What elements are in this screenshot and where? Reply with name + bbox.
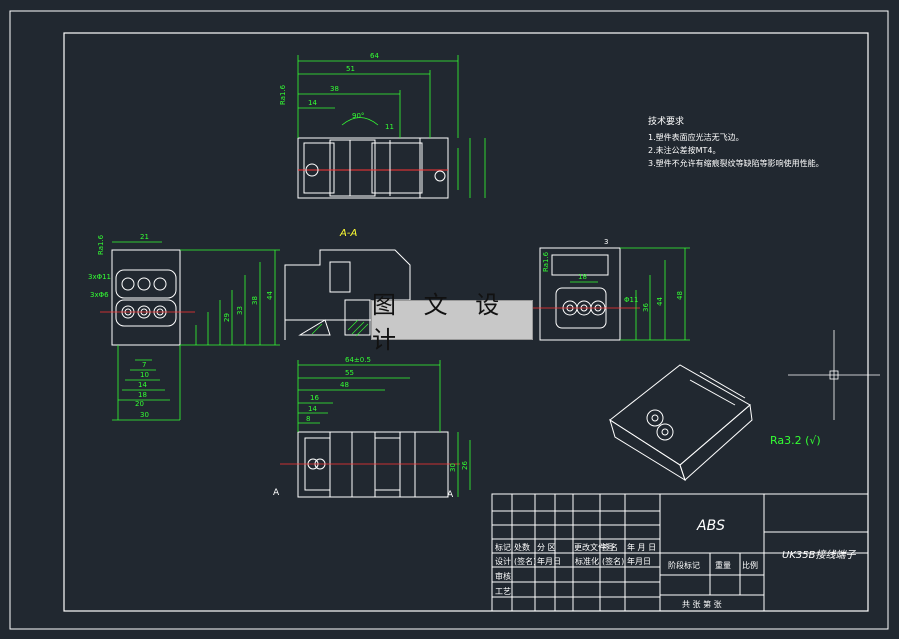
svg-text:29: 29 [223, 313, 231, 322]
svg-text:44: 44 [656, 297, 664, 306]
tech-req-title: 技术要求 [648, 117, 685, 127]
svg-text:38: 38 [251, 296, 259, 305]
right-view [539, 247, 621, 341]
isometric-view [609, 364, 753, 482]
outer-border [9, 10, 889, 630]
tech-req-item-3: 3.塑件不允许有缩痕裂纹等缺陷等影响使用性能。 [648, 159, 824, 168]
inner-border [63, 32, 869, 612]
tb-weight: 重量 [715, 561, 731, 570]
tb-std-sign: (签名) [602, 557, 625, 566]
svg-text:20: 20 [135, 400, 144, 408]
left-view [111, 249, 181, 346]
svg-text:48: 48 [340, 381, 349, 389]
left-view-labels: 21 3xΦ11 3xΦ6 7 10 14 18 20 30 44 38 33 … [88, 233, 274, 419]
technical-requirements: 技术要求 1.塑件表面应光洁无飞边。 2.未注公差按MT4。 3.塑件不允许有缩… [648, 116, 824, 170]
svg-text:A: A [447, 490, 454, 500]
top-view-labels: 64 51 38 14 90° 11 Ra1.6 [279, 52, 394, 131]
part-name-label: UK35B接线端子 [782, 550, 856, 561]
svg-text:30: 30 [140, 411, 149, 419]
cut-markers: A A [273, 488, 454, 500]
tb-stage-mark: 阶段标记 [668, 561, 700, 570]
tb-header-zone: 分 区 [537, 543, 556, 552]
tb-header-sign: 签名 [602, 543, 618, 552]
right-view-dimensions [570, 247, 690, 341]
svg-text:33: 33 [236, 306, 244, 315]
tb-standardization: 标准化 [575, 557, 599, 566]
svg-text:Φ11: Φ11 [624, 296, 638, 304]
right-view-labels: 3 18 Φ11 36 44 48 Ra1.6 [542, 238, 684, 312]
svg-text:55: 55 [345, 369, 354, 377]
svg-text:8: 8 [306, 415, 310, 423]
svg-text:36: 36 [642, 303, 650, 312]
tb-header-change: 更改文件号 [574, 543, 614, 552]
watermark-badge: 图 文 设 计 [371, 291, 533, 354]
svg-text:A: A [273, 488, 280, 498]
front-view-labels: 64±0.5 55 48 16 14 8 30 26 [306, 356, 469, 472]
tech-req-item-1: 1.塑件表面应光洁无飞边。 [648, 133, 744, 142]
section-label: A-A [339, 228, 357, 239]
svg-text:48: 48 [676, 291, 684, 300]
material-label: ABS [697, 518, 726, 534]
front-view [297, 431, 449, 498]
top-view [297, 137, 449, 199]
tb-row-label-mark: 标记 [495, 543, 511, 552]
svg-text:26: 26 [461, 461, 469, 470]
tb-scale: 比例 [742, 561, 758, 570]
tb-header-date: 年 月 日 [627, 543, 657, 552]
svg-text:11: 11 [385, 123, 394, 131]
tb-header-count: 处数 [514, 543, 530, 552]
tb-std-date: 年月日 [627, 557, 651, 566]
svg-text:3xΦ6: 3xΦ6 [90, 291, 109, 299]
svg-text:7: 7 [142, 361, 146, 369]
svg-text:90°: 90° [352, 112, 364, 120]
title-block-grid [491, 493, 869, 612]
left-view-dimensions [112, 241, 280, 421]
svg-text:3xΦ11: 3xΦ11 [88, 273, 111, 281]
tb-row-label-design: 设计 [495, 557, 511, 566]
section-hatch [311, 319, 369, 337]
front-view-dimensions [297, 360, 471, 497]
tech-req-item-2: 2.未注公差按MT4。 [648, 146, 721, 155]
svg-text:18: 18 [138, 391, 147, 399]
crosshair-cursor [788, 330, 880, 420]
svg-text:51: 51 [346, 65, 355, 73]
svg-text:38: 38 [330, 85, 339, 93]
svg-text:64±0.5: 64±0.5 [345, 356, 371, 364]
svg-text:21: 21 [140, 233, 149, 241]
svg-text:14: 14 [138, 381, 147, 389]
svg-text:Ra1.6: Ra1.6 [279, 84, 287, 105]
tb-row-label-review: 审核 [495, 572, 511, 581]
tb-design-sign: (签名) [514, 557, 537, 566]
tb-design-date: 年月日 [537, 557, 561, 566]
svg-text:3: 3 [604, 238, 608, 246]
svg-text:30: 30 [449, 463, 457, 472]
top-view-dimensions [297, 55, 486, 198]
tb-row-label-process: 工艺 [495, 587, 511, 596]
svg-text:10: 10 [140, 371, 149, 379]
tb-sheet-info: 共 张 第 张 [682, 600, 722, 609]
surface-roughness-note: Ra3.2 (√) [770, 434, 821, 447]
svg-text:16: 16 [310, 394, 319, 402]
svg-text:44: 44 [266, 291, 274, 300]
svg-text:14: 14 [308, 405, 317, 413]
svg-text:64: 64 [370, 52, 379, 60]
svg-text:Ra1.6: Ra1.6 [542, 251, 550, 272]
svg-text:14: 14 [308, 99, 317, 107]
svg-text:Ra1.6: Ra1.6 [97, 234, 105, 255]
svg-text:18: 18 [578, 273, 587, 281]
